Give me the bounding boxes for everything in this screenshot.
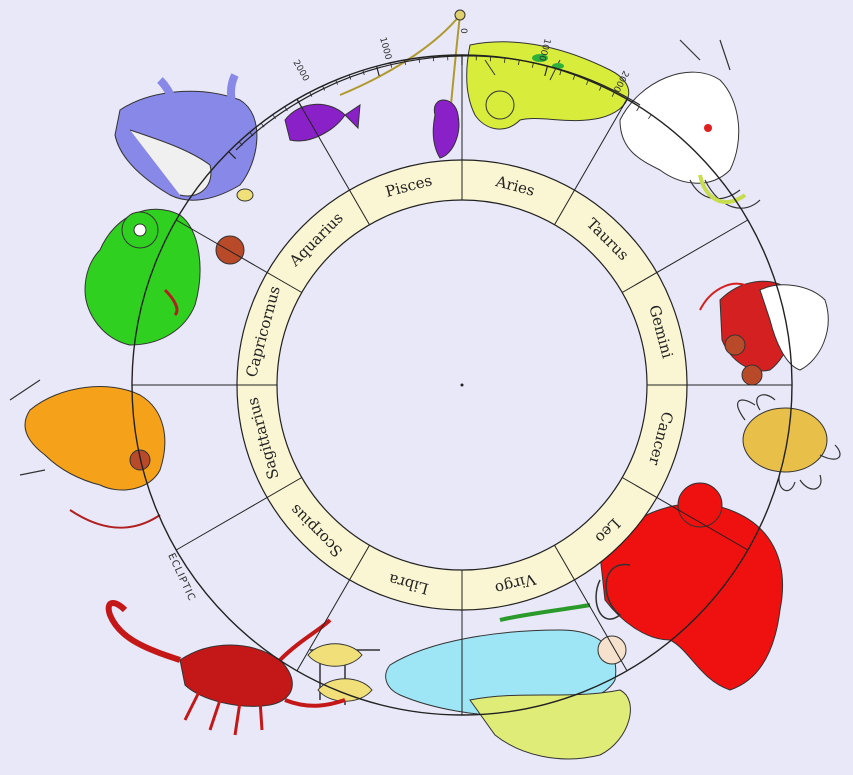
scales-icon xyxy=(308,644,380,705)
center-point xyxy=(461,384,464,387)
maiden-icon xyxy=(386,605,631,759)
archer-icon xyxy=(10,380,165,528)
tick-label-1000-left: 1000 xyxy=(377,36,393,61)
tick-label-0: 0 xyxy=(458,28,468,34)
twins-icon xyxy=(700,281,828,385)
scale-tick xyxy=(391,63,392,68)
scorpion-icon xyxy=(109,603,345,735)
fish-icon xyxy=(285,10,465,158)
tick-label-2000-left: 2000 xyxy=(290,59,310,84)
goat-icon xyxy=(85,209,200,345)
constellation-figures xyxy=(10,10,840,759)
bull-icon xyxy=(620,40,760,208)
scale-tick xyxy=(419,58,420,63)
crab-icon xyxy=(738,395,840,491)
